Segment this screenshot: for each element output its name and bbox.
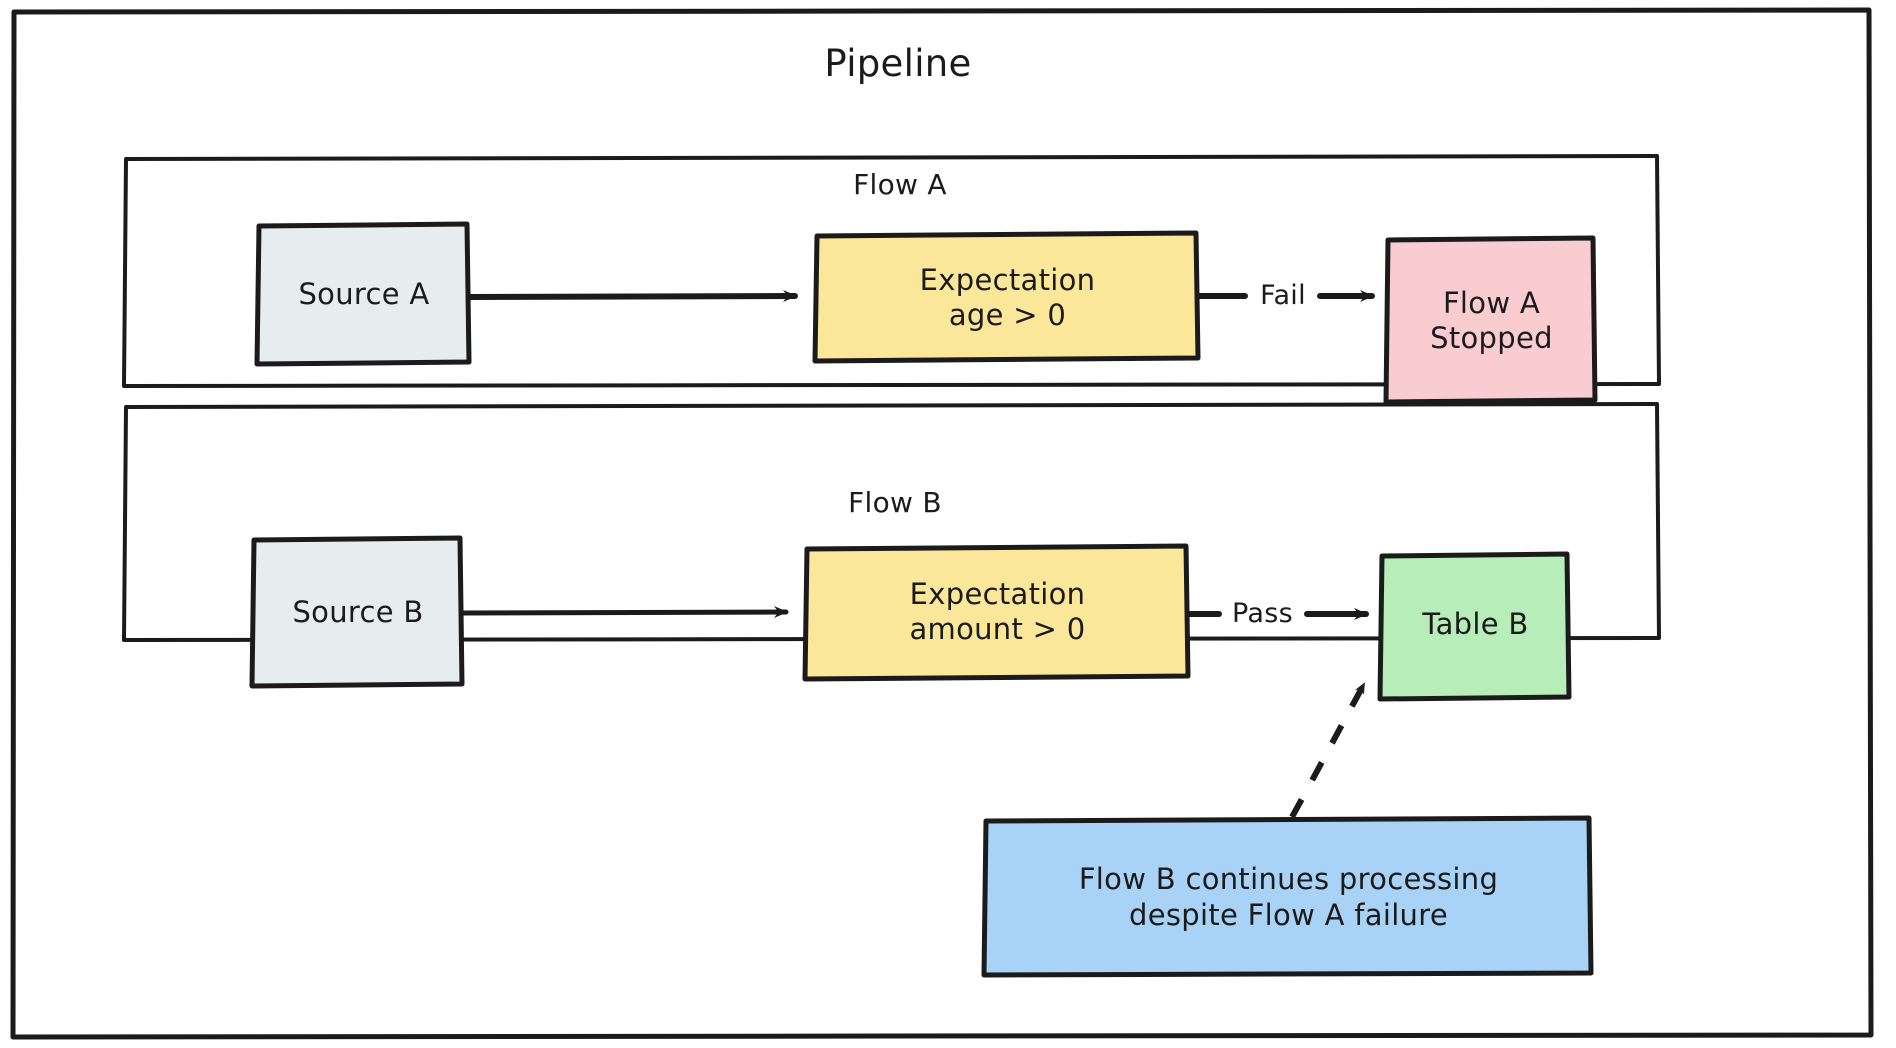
edge-source-b-to-expectation-b bbox=[459, 606, 789, 619]
node-flow-a-stopped-shape[interactable] bbox=[1383, 235, 1598, 405]
pipeline-container bbox=[10, 7, 1874, 1040]
node-source-a-shape[interactable] bbox=[254, 221, 472, 367]
node-source-b-shape[interactable] bbox=[249, 535, 465, 689]
group-flow-a-box bbox=[122, 154, 1661, 388]
node-note-shape[interactable] bbox=[981, 815, 1594, 978]
group-flow-b-box bbox=[122, 402, 1661, 642]
edge-source-a-to-expectation-a bbox=[466, 290, 798, 303]
node-table-b-shape[interactable] bbox=[1377, 551, 1572, 702]
edge-note-to-table-b bbox=[1289, 682, 1367, 819]
node-expectation-b-shape[interactable] bbox=[802, 543, 1191, 682]
node-expectation-a-shape[interactable] bbox=[812, 230, 1201, 364]
